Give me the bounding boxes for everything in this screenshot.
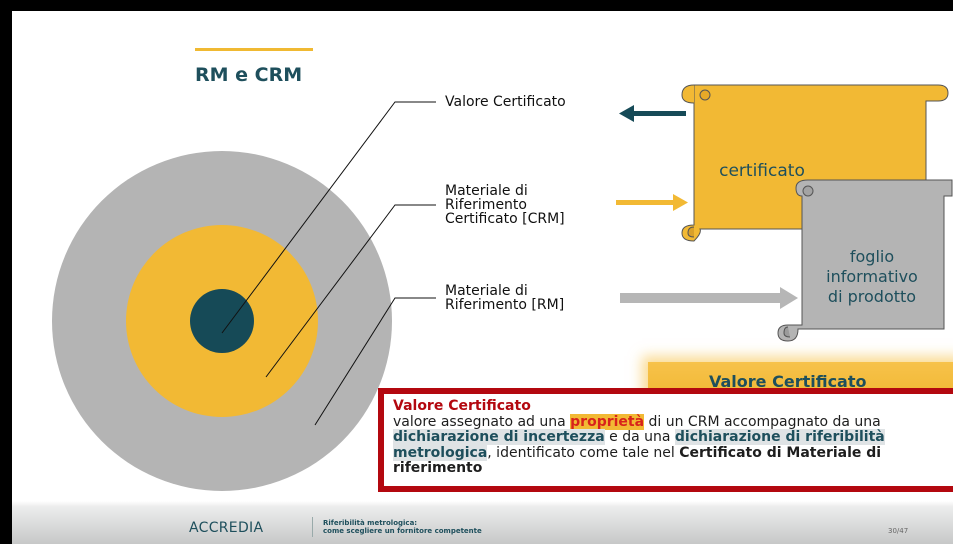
certified-value-core [190, 289, 254, 353]
accredia-logo: ACCREDIA [189, 520, 264, 536]
title-rule [195, 48, 313, 51]
definition-line-3: metrologica, identificato come tale nel … [393, 444, 953, 462]
definition-term-metrological: metrologica [393, 444, 488, 461]
label-crm: Materiale di Riferimento Certificato [CR… [445, 184, 605, 226]
label-rm-line-1: Materiale di [445, 283, 528, 299]
definition-term-certificate: Certificato di Materiale di [679, 444, 882, 461]
product-sheet-scroll-label: foglio informativo di prodotto [808, 247, 936, 307]
definition-line-2: dichiarazione di incertezza e da una dic… [393, 429, 953, 446]
diagram [52, 84, 953, 491]
definition-line-4: riferimento [393, 460, 483, 476]
slide-title: RM e CRM [195, 64, 303, 86]
definition-text-3: e da una [604, 429, 675, 445]
product-sheet-line-3: di prodotto [827, 287, 917, 306]
definition-line-1: valore assegnato ad una proprietà di un … [393, 413, 953, 431]
arrow-right-gray [620, 287, 798, 309]
definition-term-traceability: dichiarazione di riferibilità [674, 429, 885, 445]
certified-value-banner: Valore Certificato [648, 362, 953, 402]
footer-caption: Riferibilità metrologica: come scegliere… [323, 519, 482, 535]
footer: ACCREDIA Riferibilità metrologica: come … [12, 507, 953, 544]
footer-caption-line-2: come scegliere un fornitore competente [323, 527, 482, 535]
label-crm-line-1: Materiale di [445, 183, 528, 199]
slide: RM e CRM [12, 11, 953, 544]
leader-line-crm [265, 204, 436, 378]
product-sheet-scroll [777, 179, 953, 342]
label-rm: Materiale di Riferimento [RM] [445, 284, 605, 312]
page-number: 30/47 [888, 527, 909, 535]
label-crm-line-3: Certificato [CRM] [445, 211, 565, 227]
product-sheet-line-1: foglio [849, 247, 895, 266]
definition-highlight-property: proprietà [570, 413, 645, 430]
leader-line-value [221, 101, 436, 334]
definition-text-1: valore assegnato ad una [393, 413, 571, 430]
label-rm-line-2: Riferimento [RM] [445, 297, 565, 313]
label-crm-line-2: Riferimento [445, 197, 527, 213]
leader-line-rm [314, 297, 436, 426]
definition-text-4: , identificato come tale nel [487, 444, 680, 461]
definition-box: Valore Certificato valore assegnato ad u… [378, 388, 953, 492]
arrow-left-teal [619, 105, 686, 122]
banner-text: Valore Certificato [709, 372, 867, 391]
footer-divider [312, 517, 313, 537]
product-sheet-line-2: informativo [826, 267, 918, 286]
definition-title: Valore Certificato [393, 398, 531, 414]
arrow-right-yellow [616, 194, 688, 211]
certificate-scroll-label: certificato [719, 161, 805, 181]
definition-text-2: di un CRM accompagnato da una [644, 413, 881, 430]
footer-caption-line-1: Riferibilità metrologica: [323, 519, 418, 527]
definition-term-uncertainty: dichiarazione di incertezza [393, 429, 605, 445]
label-certified-value: Valore Certificato [445, 94, 566, 110]
footer-shadow [12, 501, 953, 507]
